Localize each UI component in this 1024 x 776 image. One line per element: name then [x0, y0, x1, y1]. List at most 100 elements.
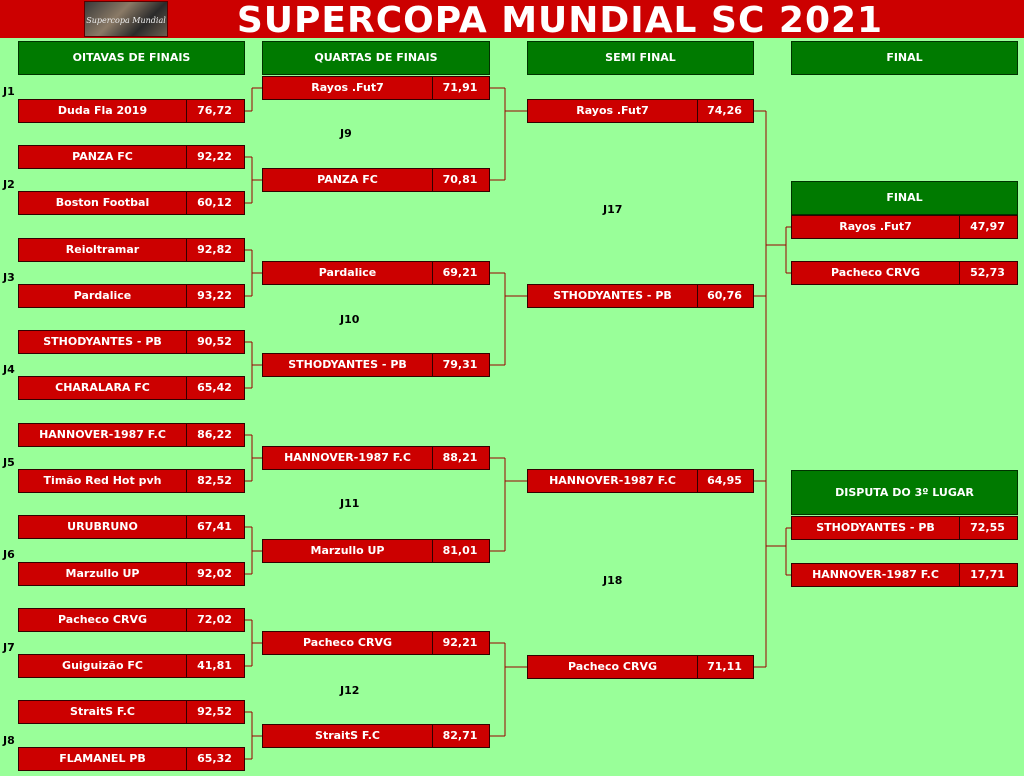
team-name: StraitS F.C [263, 725, 433, 747]
team-score: 72,55 [970, 521, 1005, 534]
header-qf: QUARTAS DE FINAIS [262, 41, 490, 75]
match-label: J4 [3, 363, 15, 376]
team-score: 93,22 [197, 289, 232, 302]
team-name: Marzullo UP [263, 540, 433, 562]
team-name: Guiguizão FC [19, 655, 187, 677]
team-score: 70,81 [442, 173, 478, 186]
team-name: Boston Footbal [19, 192, 187, 214]
team-name: HANNOVER-1987 F.C [792, 564, 960, 586]
match-label: J11 [340, 497, 360, 510]
team-score: 60,76 [707, 289, 742, 302]
r16-team-row: Reioltramar 92,82 [18, 238, 245, 262]
team-score: 17,71 [970, 568, 1005, 581]
team-name: STHODYANTES - PB [528, 285, 698, 307]
r16-team-row: Duda Fla 2019 76,72 [18, 99, 245, 123]
team-name: Rayos .Fut7 [528, 100, 698, 122]
sf-team-row: Pacheco CRVG 71,11 [527, 655, 754, 679]
team-score: 71,11 [707, 660, 742, 673]
team-score: 74,26 [707, 104, 742, 117]
match-label: J7 [3, 641, 15, 654]
team-score: 60,12 [197, 196, 232, 209]
team-score: 82,52 [197, 474, 232, 487]
team-score: 79,31 [442, 358, 478, 371]
team-score: 76,72 [197, 104, 232, 117]
team-name: Timão Red Hot pvh [19, 470, 187, 492]
team-score: 92,02 [197, 567, 232, 580]
team-score: 65,32 [197, 752, 232, 765]
team-name: Reioltramar [19, 239, 187, 261]
match-label: J10 [340, 313, 360, 326]
sf-team-row: STHODYANTES - PB 60,76 [527, 284, 754, 308]
match-label: J3 [3, 271, 15, 284]
third-place-team-row: HANNOVER-1987 F.C 17,71 [791, 563, 1018, 587]
header-r16: OITAVAS DE FINAIS [18, 41, 245, 75]
match-label: J5 [3, 456, 15, 469]
team-score: 47,97 [970, 220, 1005, 233]
title-bar [0, 0, 1024, 38]
team-score: 64,95 [707, 474, 742, 487]
team-score: 67,41 [197, 520, 232, 533]
team-name: HANNOVER-1987 F.C [528, 470, 698, 492]
match-label: J18 [603, 574, 623, 587]
team-name: Pacheco CRVG [263, 632, 433, 654]
final-box-title: FINAL [791, 181, 1018, 215]
r16-team-row: Boston Footbal 60,12 [18, 191, 245, 215]
final-team-row: Rayos .Fut7 47,97 [791, 215, 1018, 239]
team-name: STHODYANTES - PB [792, 517, 960, 539]
match-label: J17 [603, 203, 623, 216]
logo-image: Supercopa Mundial [84, 1, 168, 37]
match-label: J1 [3, 85, 15, 98]
team-name: STHODYANTES - PB [19, 331, 187, 353]
qf-team-row: StraitS F.C 82,71 [262, 724, 490, 748]
qf-team-row: Pardalice 69,21 [262, 261, 490, 285]
team-name: HANNOVER-1987 F.C [263, 447, 433, 469]
logo-text: Supercopa Mundial [86, 16, 166, 25]
team-name: CHARALARA FC [19, 377, 187, 399]
team-name: Duda Fla 2019 [19, 100, 187, 122]
third-place-team-row: STHODYANTES - PB 72,55 [791, 516, 1018, 540]
r16-team-row: CHARALARA FC 65,42 [18, 376, 245, 400]
team-score: 92,21 [442, 636, 478, 649]
r16-team-row: HANNOVER-1987 F.C 86,22 [18, 423, 245, 447]
sf-team-row: Rayos .Fut7 74,26 [527, 99, 754, 123]
team-score: 88,21 [442, 451, 478, 464]
team-name: Marzullo UP [19, 563, 187, 585]
team-name: Pacheco CRVG [528, 656, 698, 678]
team-name: Pardalice [263, 262, 433, 284]
team-score: 92,82 [197, 243, 232, 256]
team-score: 52,73 [970, 266, 1005, 279]
qf-team-row: STHODYANTES - PB 79,31 [262, 353, 490, 377]
team-score: 92,22 [197, 150, 232, 163]
team-score: 41,81 [197, 659, 232, 672]
r16-team-row: Marzullo UP 92,02 [18, 562, 245, 586]
header-final: FINAL [791, 41, 1018, 75]
team-score: 92,52 [197, 705, 232, 718]
team-score: 65,42 [197, 381, 232, 394]
header-sf: SEMI FINAL [527, 41, 754, 75]
team-name: PANZA FC [263, 169, 433, 191]
team-name: URUBRUNO [19, 516, 187, 538]
team-score: 82,71 [442, 729, 478, 742]
team-name: HANNOVER-1987 F.C [19, 424, 187, 446]
qf-team-row: PANZA FC 70,81 [262, 168, 490, 192]
team-name: Rayos .Fut7 [263, 77, 433, 99]
r16-team-row: PANZA FC 92,22 [18, 145, 245, 169]
team-name: Pacheco CRVG [19, 609, 187, 631]
match-label: J2 [3, 178, 15, 191]
qf-team-row: Pacheco CRVG 92,21 [262, 631, 490, 655]
team-score: 69,21 [442, 266, 478, 279]
team-name: Rayos .Fut7 [792, 216, 960, 238]
team-name: PANZA FC [19, 146, 187, 168]
team-score: 86,22 [197, 428, 232, 441]
r16-team-row: URUBRUNO 67,41 [18, 515, 245, 539]
qf-team-row: HANNOVER-1987 F.C 88,21 [262, 446, 490, 470]
team-name: STHODYANTES - PB [263, 354, 433, 376]
